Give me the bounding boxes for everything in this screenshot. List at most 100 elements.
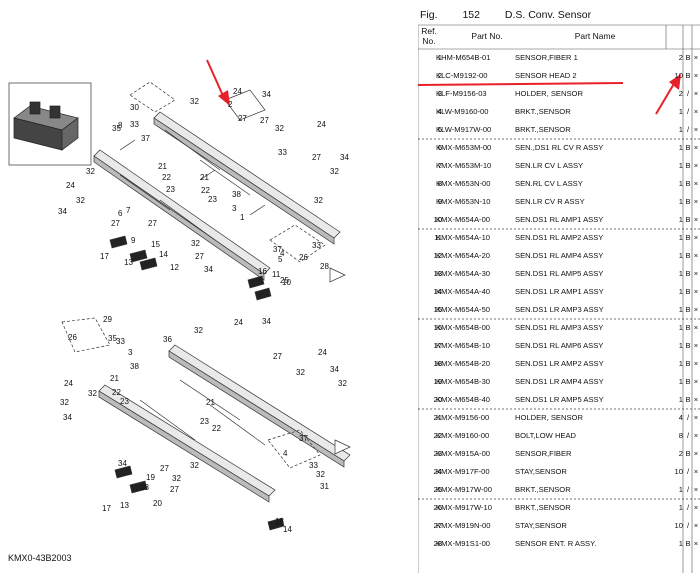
code-a-cell: / — [686, 107, 690, 116]
part-name-cell: SEN.LR CV L ASSY — [515, 161, 584, 170]
lower-conveyor-assembly — [61, 317, 351, 531]
part-name-cell: BRKT.,SENSOR — [515, 125, 571, 134]
part-no-cell: KMX-M91S1-00 — [436, 539, 491, 548]
code-a-cell: B — [685, 143, 691, 152]
ref-cell: 5 — [437, 125, 442, 134]
code-a-cell: B — [685, 71, 691, 80]
qty-cell: 1 — [678, 377, 683, 386]
code-a-cell: / — [686, 431, 690, 440]
ref-cell: 9 — [437, 197, 442, 206]
svg-text:32: 32 — [191, 239, 200, 248]
part-no-cell: KMX-M653N-00 — [436, 179, 491, 188]
qty-cell: 1 — [678, 539, 683, 548]
svg-text:33: 33 — [130, 120, 139, 129]
svg-text:32: 32 — [316, 470, 325, 479]
svg-text:15: 15 — [151, 240, 160, 249]
code-b-cell: × — [693, 323, 699, 332]
code-a-cell: B — [685, 179, 691, 188]
part-no-cell: KHM-M654B-01 — [436, 53, 491, 62]
ref-cell: 15 — [433, 305, 442, 314]
svg-text:18: 18 — [275, 517, 284, 526]
svg-text:1: 1 — [240, 213, 245, 222]
ref-cell: 11 — [434, 233, 442, 242]
svg-text:17: 17 — [100, 252, 109, 261]
code-a-cell: / — [686, 413, 690, 422]
qty-pointer-arrow — [655, 74, 681, 115]
svg-text:22: 22 — [162, 173, 171, 182]
table-grid — [418, 24, 700, 573]
qty-cell: 1 — [678, 305, 683, 314]
code-b-cell: × — [693, 251, 699, 260]
figure-header: Fig. 152 D.S. Conv. Sensor — [420, 9, 613, 21]
svg-text:37: 37 — [299, 434, 308, 443]
ref-cell: 28 — [433, 539, 442, 548]
code-b-cell: × — [693, 287, 699, 296]
qty-cell: 1 — [678, 143, 683, 152]
code-b-cell: × — [693, 179, 699, 188]
code-a-cell: / — [686, 485, 690, 494]
code-a-cell: / — [686, 521, 690, 530]
svg-text:24: 24 — [66, 181, 75, 190]
code-a-cell: B — [685, 53, 691, 62]
code-b-cell: × — [693, 413, 699, 422]
svg-text:32: 32 — [76, 196, 85, 205]
svg-text:34: 34 — [204, 265, 213, 274]
svg-text:32: 32 — [314, 196, 323, 205]
code-b-cell: × — [693, 143, 699, 152]
part-name-cell: HOLDER, SENSOR — [515, 413, 583, 422]
overview-machine-icon — [13, 101, 79, 151]
ref-cell: 22 — [433, 431, 442, 440]
code-b-cell: × — [693, 539, 699, 548]
code-a-cell: / — [686, 503, 690, 512]
part-no-cell: KMX-M654B-40 — [436, 395, 491, 404]
part-name-cell: SEN.DS1 RL AMP5 ASSY — [515, 269, 604, 278]
svg-text:13: 13 — [120, 501, 129, 510]
part-name-cell: SEN.DS1 RL AMP2 ASSY — [515, 233, 604, 242]
part-no-cell: KMX-M654B-20 — [436, 359, 491, 368]
code-a-cell: B — [685, 305, 691, 314]
part-name-cell: SEN.RL CV L ASSY — [515, 179, 583, 188]
svg-text:24: 24 — [64, 379, 73, 388]
part-no-cell: KMX-M917W-10 — [436, 503, 492, 512]
svg-text:32: 32 — [86, 167, 95, 176]
qty-cell: 1 — [678, 197, 683, 206]
code-b-cell: × — [693, 197, 699, 206]
part-name-cell: SENSOR ENT. R ASSY. — [515, 539, 597, 548]
part-name-cell: SEN.DS1 LR AMP5 ASSY — [515, 395, 604, 404]
code-b-cell: × — [693, 449, 699, 458]
svg-text:12: 12 — [170, 263, 179, 272]
ref-cell: 27 — [433, 521, 442, 530]
svg-text:25: 25 — [280, 276, 289, 285]
code-a-cell: B — [685, 287, 691, 296]
ref-cell: 13 — [433, 269, 442, 278]
code-a-cell: B — [685, 341, 691, 350]
svg-text:11: 11 — [272, 270, 281, 279]
svg-text:34: 34 — [262, 317, 271, 326]
svg-text:28: 28 — [320, 262, 329, 271]
code-b-cell: × — [693, 161, 699, 170]
part-no-cell: KMX-M9156-00 — [436, 413, 490, 422]
svg-text:34: 34 — [58, 207, 67, 216]
ref-cell: 3 — [437, 89, 442, 98]
code-b-cell: × — [693, 395, 699, 404]
ref-cell: 18 — [433, 359, 442, 368]
svg-text:27: 27 — [195, 252, 204, 261]
part-no-cell: KMX-M9160-00 — [436, 431, 490, 440]
qty-cell: 1 — [678, 251, 683, 260]
code-b-cell: × — [693, 431, 699, 440]
svg-text:23: 23 — [200, 417, 209, 426]
svg-text:8: 8 — [118, 121, 123, 130]
code-b-cell: × — [693, 521, 699, 530]
part-no-cell: KMX-M654A-50 — [436, 305, 491, 314]
